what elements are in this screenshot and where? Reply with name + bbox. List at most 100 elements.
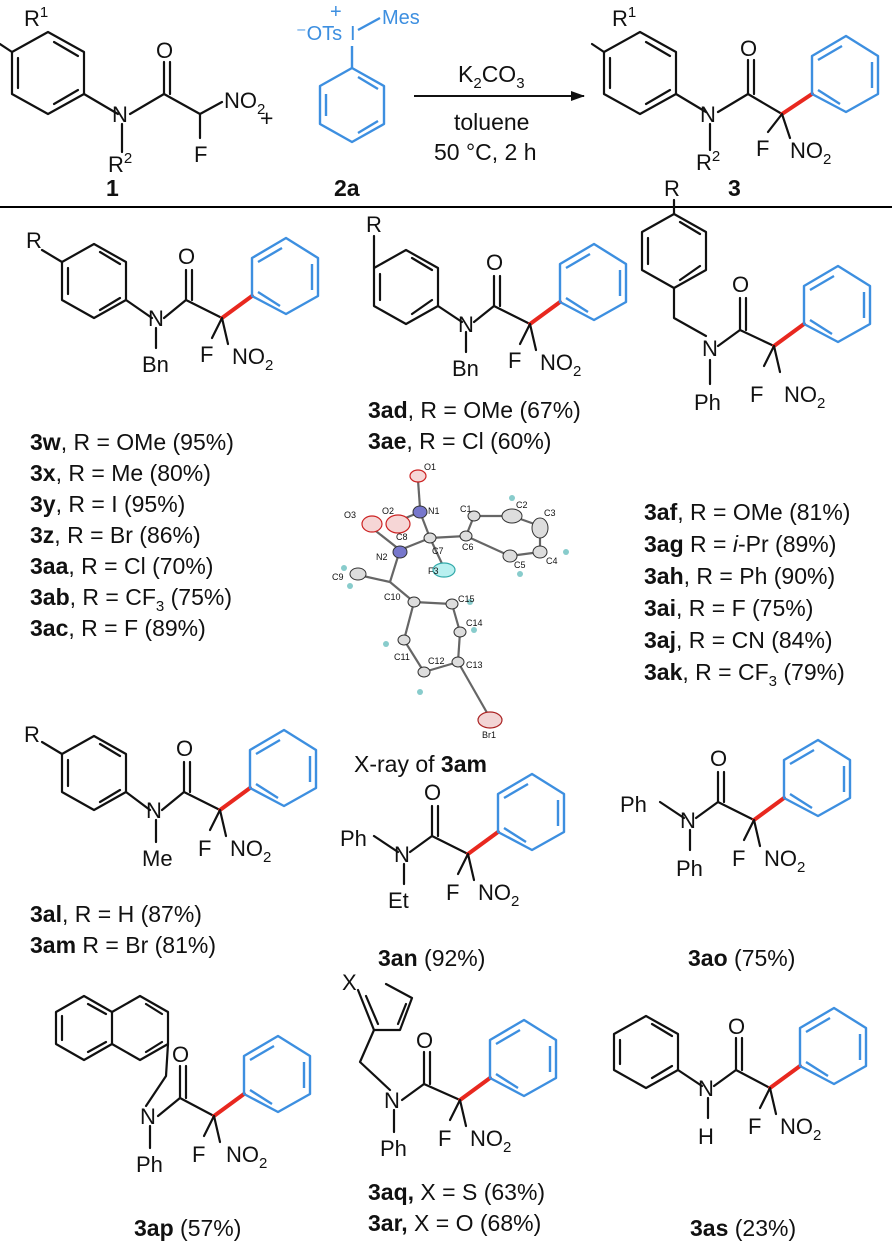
reagent-label: K2CO3 [458, 61, 525, 92]
xray-label-br1: Br1 [482, 730, 496, 740]
label-3ag: 3ag R = i-Pr (89%) [644, 531, 836, 557]
atom-f: F [446, 880, 459, 905]
atom-o: O [176, 736, 193, 761]
xray-label-c4: C4 [546, 556, 558, 566]
atom-n: N [680, 808, 696, 833]
atom-f: F [198, 836, 211, 861]
xray-caption: X-ray of 3am [354, 751, 487, 777]
product-3-label: 3 [728, 175, 741, 201]
label-3ar: 3ar, X = O (68%) [368, 1210, 541, 1236]
xray-label-f3: F3 [428, 566, 439, 576]
ph-label: Ph [136, 1152, 163, 1177]
bn-label: Bn [452, 356, 479, 381]
nitro-label: NO2 [232, 344, 273, 374]
label-3ak: 3ak, R = CF3 (79%) [644, 659, 845, 690]
label-3y: 3y, R = I (95%) [30, 491, 185, 517]
xray-label-c15: C15 [458, 594, 475, 604]
product-atom-f: F [756, 136, 769, 161]
atom-o: O [728, 1014, 745, 1039]
xray-label-c2: C2 [516, 500, 528, 510]
xray-label-c3: C3 [544, 508, 556, 518]
label-3ao: 3ao (75%) [688, 945, 795, 971]
r2-label: R2 [108, 150, 132, 177]
reaction-header: N O F NO2 R1 R2 1 + ⁻OTs + I Mes 2a K2CO… [0, 1, 880, 201]
ph-label: Ph [380, 1136, 407, 1161]
atom-n: N [112, 102, 128, 127]
nitro-label: NO2 [470, 1126, 511, 1156]
structure-3an: Ph N O Et F NO2 [340, 772, 566, 913]
label-3aq: 3aq, X = S (63%) [368, 1179, 545, 1205]
label-3as: 3as (23%) [690, 1215, 796, 1241]
atom-n: N [384, 1088, 400, 1113]
label-3af: 3af, R = OMe (81%) [644, 499, 850, 525]
label-3ah: 3ah, R = Ph (90%) [644, 563, 835, 589]
xray-label-c10: C10 [384, 592, 401, 602]
compound-1-structure: N O F NO2 R1 R2 1 [0, 4, 265, 201]
atom-n: N [702, 336, 718, 361]
xray-label-o1: O1 [424, 462, 436, 472]
structure-3as: N O H F NO2 [612, 1006, 868, 1149]
xray-label-c13: C13 [466, 660, 483, 670]
atom-f: F [748, 1114, 761, 1139]
structure-3w-series: R N O Bn F NO2 [26, 228, 320, 377]
label-3ae: 3ae, R = Cl (60%) [368, 428, 551, 454]
nitro-label: NO2 [230, 836, 271, 866]
label-3al: 3al, R = H (87%) [30, 901, 202, 927]
atom-o: O [416, 1028, 433, 1053]
nitro-label: NO2 [540, 350, 581, 380]
label-3x: 3x, R = Me (80%) [30, 460, 211, 486]
xray-structure: O1 O2 O3 N1 N2 C1 C2 C3 C4 C5 C6 C7 C8 C… [332, 462, 569, 740]
atom-o: O [156, 38, 173, 63]
xray-label-c6: C6 [462, 542, 474, 552]
x-label: X [342, 970, 357, 995]
atom-n: N [146, 798, 162, 823]
label-3aj: 3aj, R = CN (84%) [644, 627, 833, 653]
nitro-label: NO2 [224, 88, 265, 118]
ph-label: Ph [620, 792, 647, 817]
label-3ai: 3ai, R = F (75%) [644, 595, 813, 621]
atom-f: F [438, 1126, 451, 1151]
xray-label-n2: N2 [376, 552, 388, 562]
product-r2: R2 [696, 148, 720, 175]
compound-2a-structure: ⁻OTs + I Mes 2a [296, 1, 420, 201]
atom-f: F [200, 342, 213, 367]
labels-3af-series: 3af, R = OMe (81%) 3ag R = i-Pr (89%) 3a… [644, 499, 850, 690]
nitro-label: NO2 [784, 382, 825, 412]
atom-f: F [732, 846, 745, 871]
atom-o: O [486, 250, 503, 275]
r-label: R [26, 228, 42, 253]
compound-2a-label: 2a [334, 175, 360, 201]
label-3aa: 3aa, R = Cl (70%) [30, 553, 213, 579]
product-atom-o: O [740, 36, 757, 61]
structure-3aq-series: X N O Ph F NO2 [342, 970, 558, 1161]
ph-label: Ph [694, 390, 721, 415]
xray-label-c9: C9 [332, 572, 344, 582]
label-3an: 3an (92%) [378, 945, 485, 971]
xray-label-n1: N1 [428, 506, 440, 516]
xray-label-c1: C1 [460, 504, 472, 514]
product-nitro: NO2 [790, 138, 831, 168]
xray-label-c8: C8 [396, 532, 408, 542]
et-label: Et [388, 888, 409, 913]
r-label: R [24, 722, 40, 747]
ph-label: Ph [340, 826, 367, 851]
atom-n: N [140, 1104, 156, 1129]
atom-n: N [148, 306, 164, 331]
compound-1-label: 1 [106, 175, 119, 201]
label-3ad: 3ad, R = OMe (67%) [368, 397, 581, 423]
me-label: Me [142, 846, 173, 871]
structure-3ad-series: R N O Bn F NO2 [366, 212, 628, 381]
r1-label: R1 [24, 4, 48, 31]
xray-label-c7: C7 [432, 546, 444, 556]
nitro-label: NO2 [780, 1114, 821, 1144]
labels-3w-series: 3w, R = OMe (95%) 3x, R = Me (80%) 3y, R… [30, 429, 234, 641]
label-3ab: 3ab, R = CF3 (75%) [30, 584, 232, 615]
product-r1: R1 [612, 4, 636, 31]
structure-3ap: N O Ph F NO2 [54, 994, 312, 1177]
atom-o: O [178, 244, 195, 269]
product-3-structure: N O F NO2 R1 R2 3 [590, 4, 880, 201]
atom-n: N [458, 312, 474, 337]
r-label: R [366, 212, 382, 237]
xray-label-c14: C14 [466, 618, 483, 628]
